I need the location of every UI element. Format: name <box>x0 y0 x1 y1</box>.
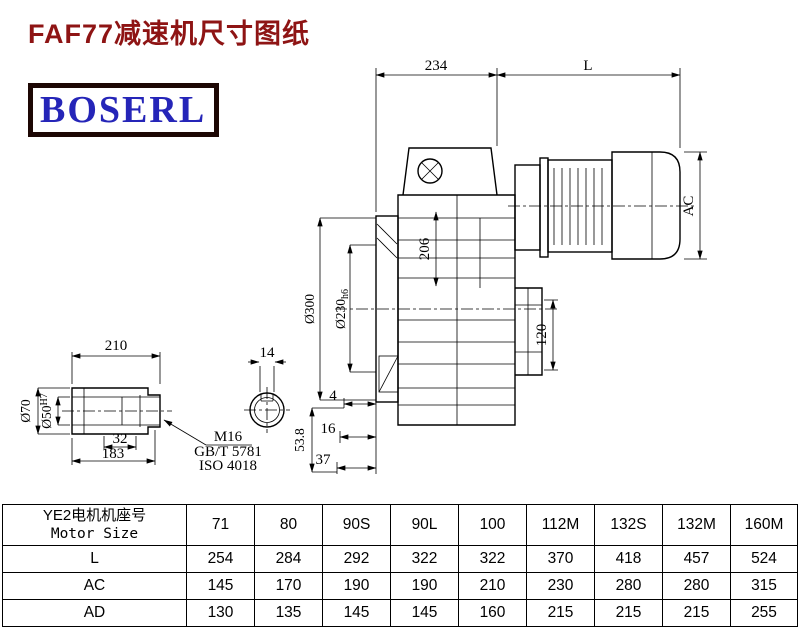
row-label: AD <box>2 599 187 627</box>
extension-lines <box>38 68 707 474</box>
table-cell: 215 <box>526 599 595 627</box>
boserl-logo-text: BOSERL <box>40 89 207 131</box>
table-cell: 280 <box>662 572 731 600</box>
gearbox-housing-details <box>376 162 542 425</box>
dim-53-8-label: 53.8 <box>292 428 307 452</box>
centerlines <box>62 205 697 433</box>
dim-4-label: 4 <box>329 388 337 404</box>
table-header-motor-size: YE2电机机座号 Motor Size <box>2 504 187 546</box>
thread-spec-label: M16 <box>214 429 243 445</box>
dim-32-label: 32 <box>113 431 128 447</box>
table-size-col: 100 <box>458 504 527 546</box>
table-header-row: YE2电机机座号 Motor Size 71 80 90S 90L 100 11… <box>2 504 798 546</box>
table-cell: 322 <box>390 545 459 573</box>
motor-outline <box>514 151 681 260</box>
table-cell: 170 <box>254 572 323 600</box>
table-cell: 215 <box>594 599 663 627</box>
table-size-col: 112M <box>526 504 595 546</box>
motor-size-table: YE2电机机座号 Motor Size 71 80 90S 90L 100 11… <box>2 504 798 627</box>
shaft-detail-outline <box>71 387 161 435</box>
dim-spigot-dia-label: Ø230h6 <box>333 289 351 329</box>
dim-210-label: 210 <box>105 338 128 354</box>
table-size-col: 132M <box>662 504 731 546</box>
table-cell: 190 <box>322 572 391 600</box>
row-label: AC <box>2 572 187 600</box>
dim-183-label: 183 <box>102 446 125 462</box>
table-cell: 145 <box>390 599 459 627</box>
table-size-col: 160M <box>730 504 798 546</box>
row-label: L <box>2 545 187 573</box>
table-cell: 255 <box>730 599 798 627</box>
table-cell: 370 <box>526 545 595 573</box>
dim-234-label: 234 <box>425 58 448 74</box>
page-title: FAF77减速机尺寸图纸 <box>28 19 311 49</box>
table-cell: 315 <box>730 572 798 600</box>
table-size-col: 71 <box>186 504 255 546</box>
dim-shaft-od-label: Ø70 <box>18 399 33 422</box>
dim-flange-od-label: Ø300 <box>302 294 317 324</box>
dimension-lines <box>35 72 703 473</box>
dim-14-label: 14 <box>260 345 276 361</box>
boserl-logo: BOSERL <box>28 83 219 137</box>
table-header-en: Motor Size <box>50 525 139 542</box>
table-cell: 230 <box>526 572 595 600</box>
table-cell: 284 <box>254 545 323 573</box>
dim-16-label: 16 <box>321 421 337 437</box>
table-cell: 190 <box>390 572 459 600</box>
dim-120-label: 120 <box>534 324 550 347</box>
standard-iso-label: ISO 4018 <box>199 458 257 474</box>
dim-bore-dia-label: Ø50H7 <box>39 393 54 428</box>
table-header-cn: YE2电机机座号 <box>42 506 147 524</box>
table-row-AC: AC 145 170 190 190 210 230 280 280 315 <box>2 572 798 600</box>
table-row-L: L 254 284 292 322 322 370 418 457 524 <box>2 545 798 573</box>
table-cell: 292 <box>322 545 391 573</box>
table-size-col: 90S <box>322 504 391 546</box>
table-cell: 145 <box>186 572 255 600</box>
table-cell: 135 <box>254 599 323 627</box>
dim-206-label: 206 <box>417 237 433 260</box>
table-cell: 418 <box>594 545 663 573</box>
table-size-col: 80 <box>254 504 323 546</box>
table-row-AD: AD 130 135 145 145 160 215 215 215 255 <box>2 599 798 627</box>
table-size-col: 90L <box>390 504 459 546</box>
gearbox-housing-outline <box>375 147 543 426</box>
dim-AC-label: AC <box>681 196 697 217</box>
dim-37-label: 37 <box>316 452 332 468</box>
table-cell: 130 <box>186 599 255 627</box>
standard-gb-label: GB/T 5781 <box>194 444 262 460</box>
table-cell: 322 <box>458 545 527 573</box>
table-cell: 145 <box>322 599 391 627</box>
table-cell: 215 <box>662 599 731 627</box>
table-cell: 210 <box>458 572 527 600</box>
table-cell: 457 <box>662 545 731 573</box>
dim-L-label: L <box>583 58 592 74</box>
table-cell: 280 <box>594 572 663 600</box>
table-cell: 160 <box>458 599 527 627</box>
motor-fins <box>553 152 653 259</box>
table-cell: 254 <box>186 545 255 573</box>
table-cell: 524 <box>730 545 798 573</box>
table-size-col: 132S <box>594 504 663 546</box>
dimension-drawing: 234 L AC 206 Ø300 Ø230h6 120 53.8 4 16 3… <box>18 58 707 474</box>
